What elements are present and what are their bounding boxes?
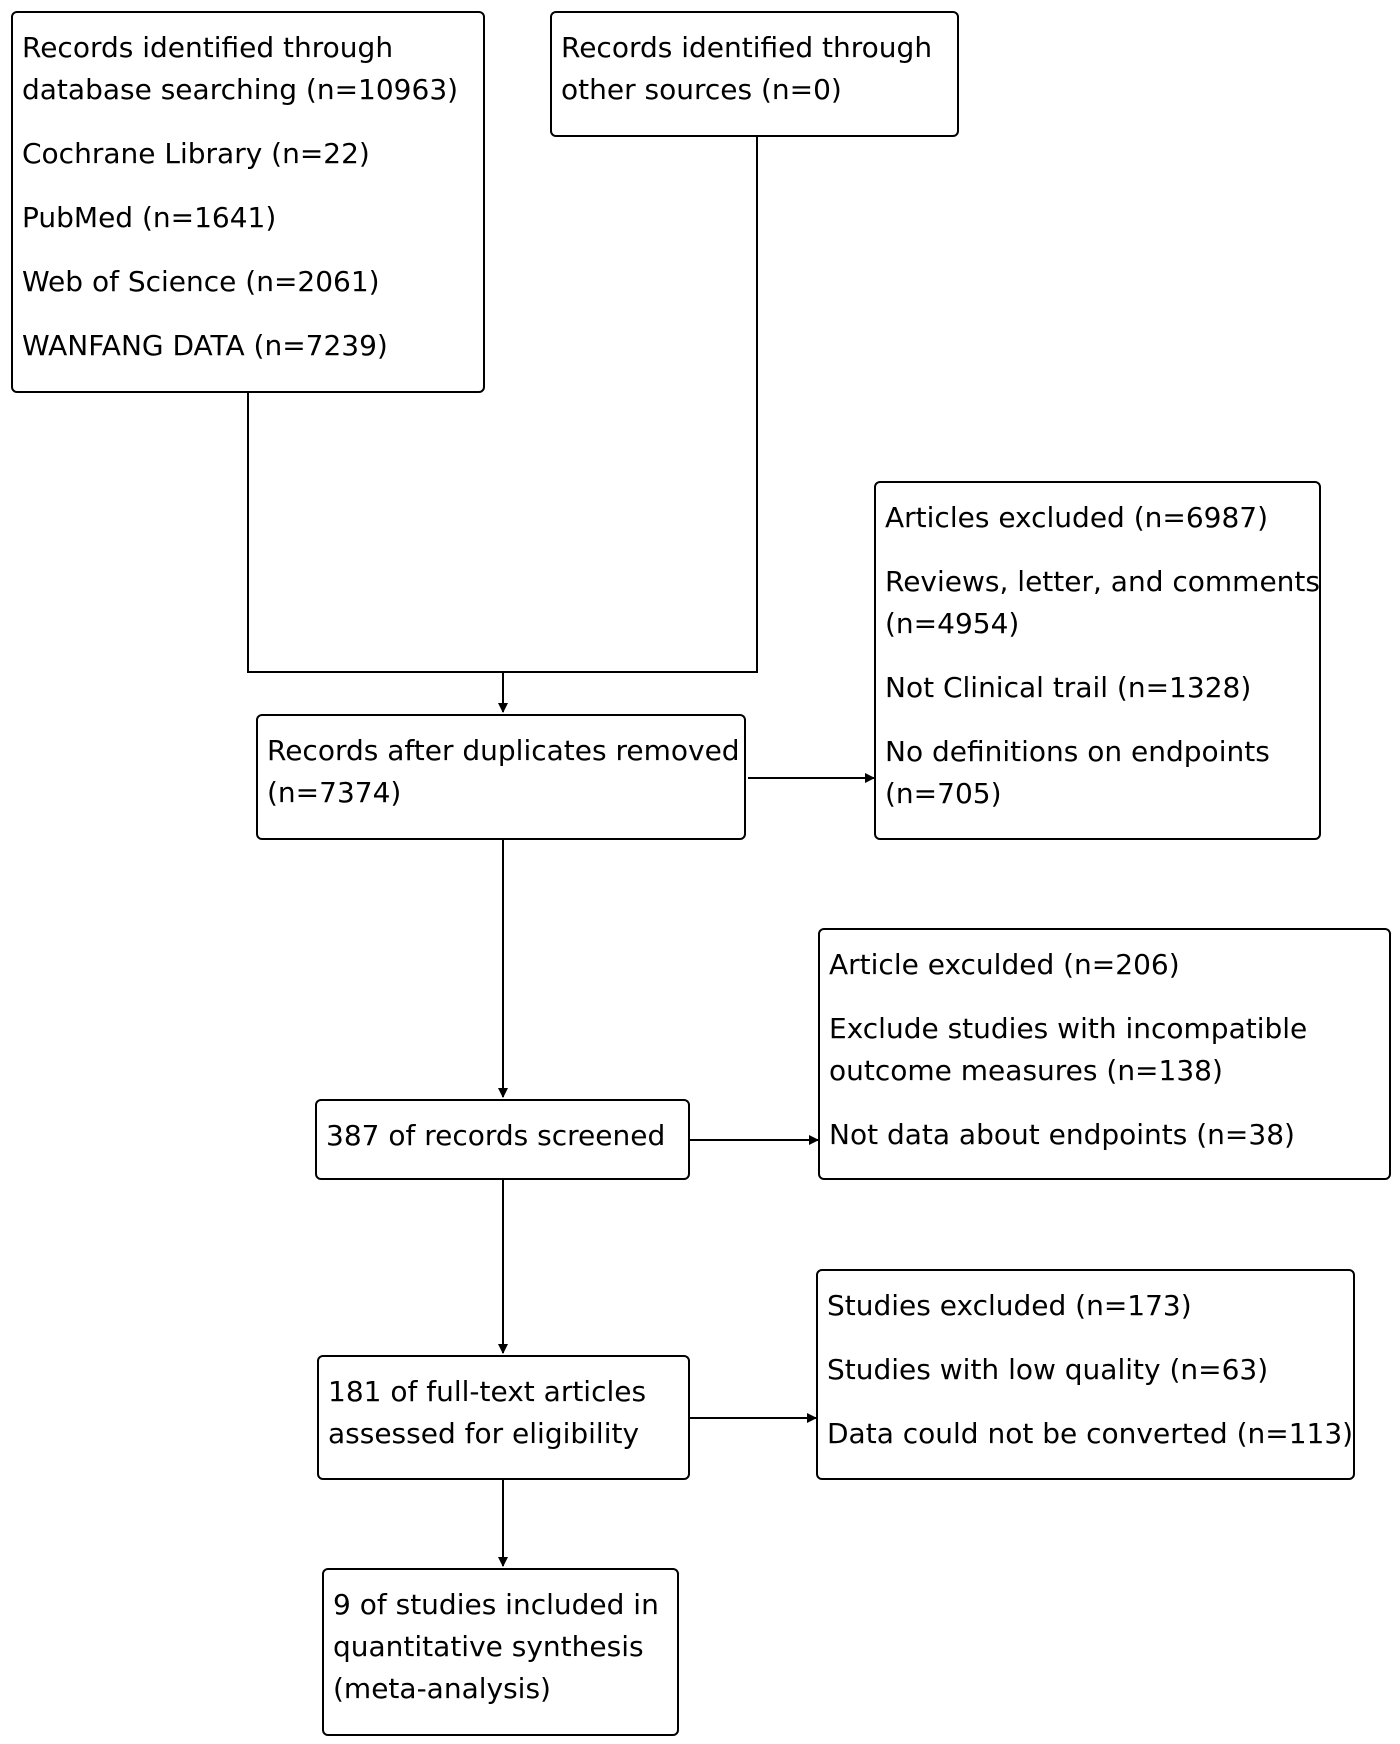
exclusion-reason-line: Data could not be converted (n=113) bbox=[827, 1417, 1354, 1450]
box-title-line: Records identified through bbox=[561, 31, 933, 64]
box-studies-excluded: Studies excluded (n=173) Studies with lo… bbox=[816, 1269, 1355, 1480]
exclusion-reason-line: Not Clinical trail (n=1328) bbox=[885, 671, 1252, 704]
exclusion-reason-line: Exclude studies with incompatible bbox=[829, 1012, 1308, 1045]
box-title-line: Article exculded (n=206) bbox=[829, 948, 1180, 981]
box-title-line: quantitative synthesis bbox=[333, 1630, 644, 1663]
box-title-line: Records after duplicates removed bbox=[267, 734, 740, 767]
source-pubmed: PubMed (n=1641) bbox=[22, 201, 277, 234]
source-cochrane: Cochrane Library (n=22) bbox=[22, 137, 370, 170]
box-title-line: database searching (n=10963) bbox=[22, 73, 459, 106]
box-articles-excluded: Articles excluded (n=6987) Reviews, lett… bbox=[874, 481, 1321, 840]
box-article-exculded: Article exculded (n=206) Exclude studies… bbox=[818, 928, 1391, 1180]
box-title-line: 387 of records screened bbox=[326, 1119, 666, 1152]
exclusion-reason-line: outcome measures (n=138) bbox=[829, 1054, 1223, 1087]
box-full-text-eligibility: 181 of full-text articles assessed for e… bbox=[317, 1355, 690, 1480]
exclusion-reason-line: (n=705) bbox=[885, 777, 1002, 810]
source-web-of-science: Web of Science (n=2061) bbox=[22, 265, 380, 298]
exclusion-reason-line: (n=4954) bbox=[885, 607, 1020, 640]
exclusion-reason-line: No definitions on endpoints bbox=[885, 735, 1270, 768]
box-title-line: Articles excluded (n=6987) bbox=[885, 501, 1269, 534]
exclusion-reason-line: Reviews, letter, and comments bbox=[885, 565, 1320, 598]
connector-other-to-merge bbox=[503, 137, 758, 673]
box-title-line: 181 of full-text articles bbox=[328, 1375, 647, 1408]
box-studies-included: 9 of studies included in quantitative sy… bbox=[322, 1568, 679, 1736]
exclusion-reason-line: Studies with low quality (n=63) bbox=[827, 1353, 1269, 1386]
box-title-line: 9 of studies included in bbox=[333, 1588, 659, 1621]
box-title-line: Studies excluded (n=173) bbox=[827, 1289, 1192, 1322]
source-wanfang: WANFANG DATA (n=7239) bbox=[22, 329, 388, 362]
exclusion-reason-line: Not data about endpoints (n=38) bbox=[829, 1118, 1295, 1151]
box-title-line: (meta-analysis) bbox=[333, 1672, 551, 1705]
box-duplicates-removed: Records after duplicates removed (n=7374… bbox=[256, 714, 746, 840]
box-other-sources: Records identified through other sources… bbox=[550, 11, 959, 137]
box-title-line: Records identified through bbox=[22, 31, 394, 64]
box-title-line: assessed for eligibility bbox=[328, 1417, 640, 1450]
connector-db-to-merge bbox=[247, 393, 503, 673]
box-records-screened: 387 of records screened bbox=[315, 1099, 690, 1180]
box-title-line: (n=7374) bbox=[267, 776, 402, 809]
box-database-searching: Records identified through database sear… bbox=[11, 11, 485, 393]
box-title-line: other sources (n=0) bbox=[561, 73, 842, 106]
